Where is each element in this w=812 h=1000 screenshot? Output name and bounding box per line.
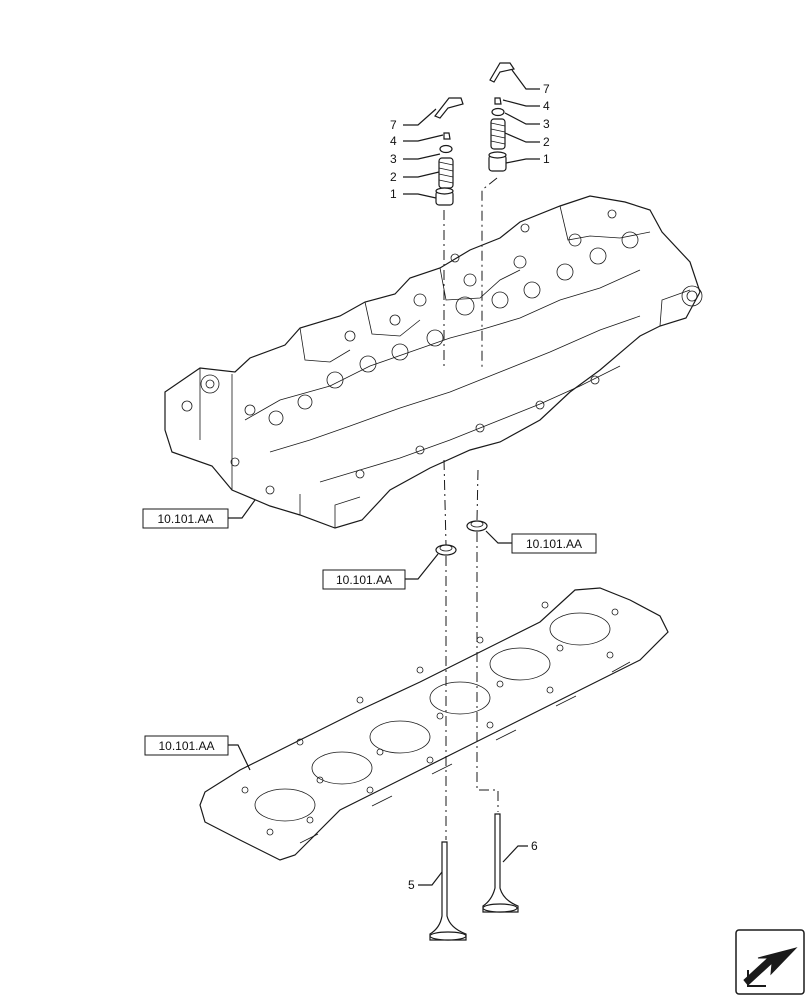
valve-seat-right (466, 520, 488, 532)
head-gasket (199, 587, 669, 861)
reference-seat-left-label: 10.101.AA (336, 573, 392, 587)
reference-seat-right-label: 10.101.AA (526, 537, 582, 551)
valve-spring-left (438, 157, 454, 189)
spring-retainer-left (439, 144, 453, 154)
callout-numbers: 7 4 3 2 1 7 4 3 2 1 5 6 (390, 82, 550, 892)
valve-seat-left (435, 544, 457, 556)
callout-1-left: 1 (390, 187, 397, 201)
callout-7-left: 7 (390, 118, 397, 132)
valve-stem-seal-left (435, 187, 454, 206)
valve-exhaust (482, 813, 519, 913)
callout-6: 6 (531, 839, 538, 853)
callout-1-right: 1 (543, 152, 550, 166)
reference-gasket-label: 10.101.AA (158, 739, 214, 753)
callout-2-left: 2 (390, 170, 397, 184)
callout-4-right: 4 (543, 99, 550, 113)
callout-7-right: 7 (543, 82, 550, 96)
reference-seat-right[interactable]: 10.101.AA (511, 533, 597, 554)
callout-2-right: 2 (543, 135, 550, 149)
spring-retainer-right (491, 107, 505, 117)
rocker-bridge-left (434, 97, 464, 119)
valve-intake (429, 841, 467, 941)
reference-seat-left[interactable]: 10.101.AA (322, 569, 406, 590)
assembly-centerlines (443, 177, 499, 840)
callout-3-right: 3 (543, 117, 550, 131)
arrow-left-down-icon[interactable] (735, 929, 805, 995)
valve-spring-right (490, 118, 506, 150)
reference-head[interactable]: 10.101.AA (142, 508, 229, 529)
right-valve-stack (488, 62, 515, 172)
cylinder-head (164, 195, 703, 529)
valve-seats (435, 520, 488, 556)
callout-3-left: 3 (390, 152, 397, 166)
leader-lines (228, 69, 540, 886)
reference-head-label: 10.101.AA (157, 512, 213, 526)
left-valve-stack (434, 97, 464, 206)
valve-key-left (443, 132, 451, 140)
callout-4-left: 4 (390, 134, 397, 148)
valve-key-right (494, 97, 502, 105)
rocker-bridge-right (489, 62, 515, 83)
reference-gasket[interactable]: 10.101.AA (144, 735, 229, 756)
callout-5: 5 (408, 878, 415, 892)
valve-stem-seal-right (488, 151, 507, 172)
